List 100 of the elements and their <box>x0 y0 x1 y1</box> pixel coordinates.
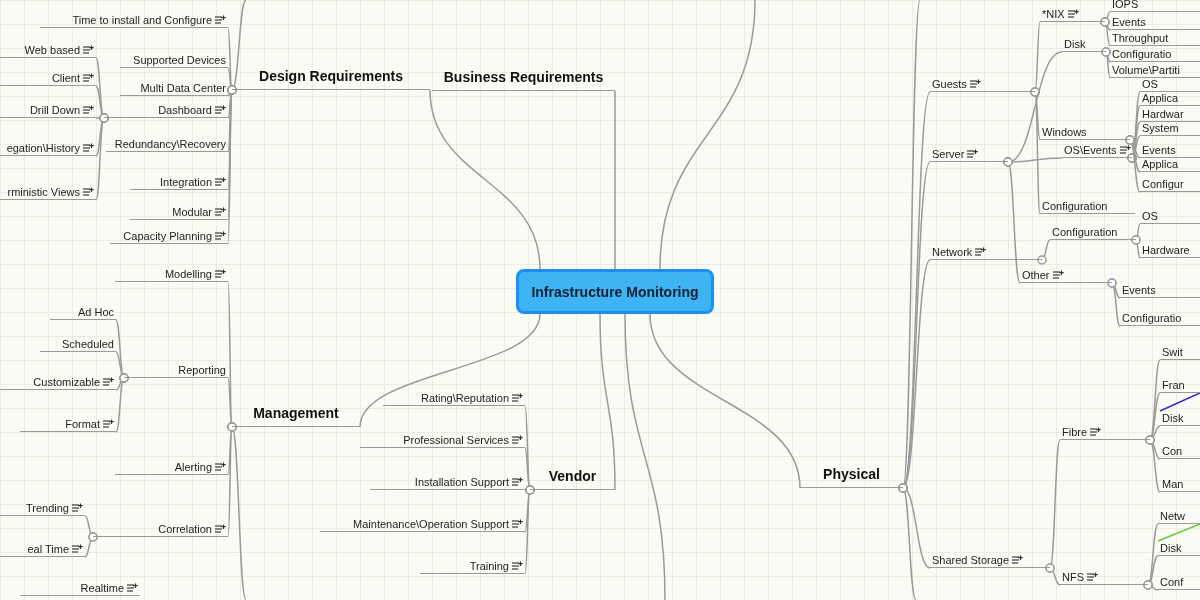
topic-label: Volume\Partiti <box>1112 64 1180 76</box>
topic-label: Events <box>1122 284 1156 296</box>
topic <box>106 137 228 152</box>
connector-line <box>524 485 535 575</box>
topic <box>115 460 228 475</box>
topic-label: Installation Support <box>414 476 509 488</box>
topic <box>40 337 116 352</box>
topic <box>20 417 116 432</box>
topic-label: Rating\Reputation <box>420 392 509 404</box>
topic <box>1062 37 1106 52</box>
connector-line <box>649 313 801 489</box>
topic-label: Guests <box>932 78 967 90</box>
topic <box>1060 570 1148 585</box>
topic-label: Configuration <box>1042 200 1108 212</box>
topic <box>0 141 96 156</box>
topic-label: Reporting <box>178 364 226 376</box>
topic-label: Configuratio <box>1122 312 1182 324</box>
topic-label: Server <box>932 148 965 160</box>
topic <box>0 185 96 200</box>
topic <box>93 522 228 537</box>
topic <box>1158 509 1200 524</box>
connector-line <box>1107 278 1121 327</box>
topic <box>1158 541 1200 556</box>
topic <box>1020 268 1112 283</box>
topic <box>115 267 228 282</box>
topic-label: Multi Data Center <box>140 82 226 94</box>
topic-label: Configuration <box>1052 226 1118 238</box>
topic <box>1120 311 1200 326</box>
main-topic-label: Business Requirements <box>443 69 604 85</box>
topic <box>0 71 96 86</box>
topic <box>120 53 228 68</box>
topic <box>0 375 116 390</box>
topic-label: Ad Hoc <box>77 306 114 318</box>
topic-label: Configuratio <box>1112 48 1172 60</box>
topic <box>1040 7 1105 22</box>
topic <box>130 175 228 190</box>
topic <box>360 433 525 448</box>
topic <box>1160 477 1200 492</box>
topic-label: Man <box>1162 478 1184 490</box>
topic-label: Throughput <box>1112 32 1169 44</box>
topic <box>40 13 228 28</box>
topic-label: Dashboard <box>158 104 212 116</box>
topic <box>1160 411 1200 426</box>
topic-label: Web based <box>24 44 80 56</box>
topic-label: Fibre <box>1062 426 1088 438</box>
topic <box>1160 345 1200 360</box>
topic <box>420 559 525 574</box>
topic <box>1140 91 1200 106</box>
connector-line <box>115 373 129 433</box>
connector-line <box>1131 235 1141 259</box>
connector-line <box>84 532 98 558</box>
connector-line <box>599 313 616 491</box>
topic-label: Windows <box>1042 126 1087 138</box>
topic-label: Disk <box>1162 412 1184 424</box>
topic-label: Configur <box>1142 178 1184 190</box>
topic-label: Professional Services <box>403 434 509 446</box>
topic-label: Integration <box>160 176 212 188</box>
topic <box>383 391 525 406</box>
topic <box>370 475 525 490</box>
topic <box>1110 63 1200 78</box>
topic <box>1110 15 1200 30</box>
topic <box>1040 199 1135 214</box>
topic-label: Modelling <box>164 268 212 280</box>
topic <box>0 542 85 557</box>
connector-line <box>898 483 917 600</box>
topic-label: Modular <box>172 206 212 218</box>
topic-label: Correlation <box>158 523 212 535</box>
topic-label: Applica <box>1142 158 1179 170</box>
topic-label: eal Time <box>27 543 69 555</box>
connector-line <box>1030 87 1041 215</box>
topic-label: Client <box>51 72 80 84</box>
connector-line <box>1143 580 1159 591</box>
topic-label: Network <box>932 246 973 258</box>
topic <box>1120 283 1200 298</box>
topic <box>1110 31 1200 46</box>
topic <box>930 245 1042 260</box>
topic-label: Events <box>1142 144 1176 156</box>
topic-label: egation\History <box>6 142 80 154</box>
topic-label: Hardwar <box>1142 108 1184 120</box>
topic-label: Fran <box>1162 379 1185 391</box>
connector-line <box>1125 135 1141 193</box>
relationship-line <box>1157 523 1200 542</box>
connector-line <box>359 313 541 428</box>
topic <box>1110 47 1200 62</box>
connector-line <box>1045 563 1061 586</box>
topic <box>1140 209 1200 224</box>
topic-label: Shared Storage <box>932 554 1010 566</box>
topic <box>1140 243 1200 258</box>
topic <box>930 553 1050 568</box>
connector-line <box>659 0 756 270</box>
topic <box>50 305 116 320</box>
topic <box>1160 378 1200 393</box>
connector-line <box>227 422 247 600</box>
topic <box>1160 444 1200 459</box>
topic-label: Alerting <box>174 461 212 473</box>
connector-line <box>1037 239 1051 265</box>
topic <box>1040 125 1130 140</box>
topic-label: Redundancy\Recovery <box>114 138 226 150</box>
topic <box>1062 143 1132 158</box>
topic-label: Hardware <box>1142 244 1190 256</box>
